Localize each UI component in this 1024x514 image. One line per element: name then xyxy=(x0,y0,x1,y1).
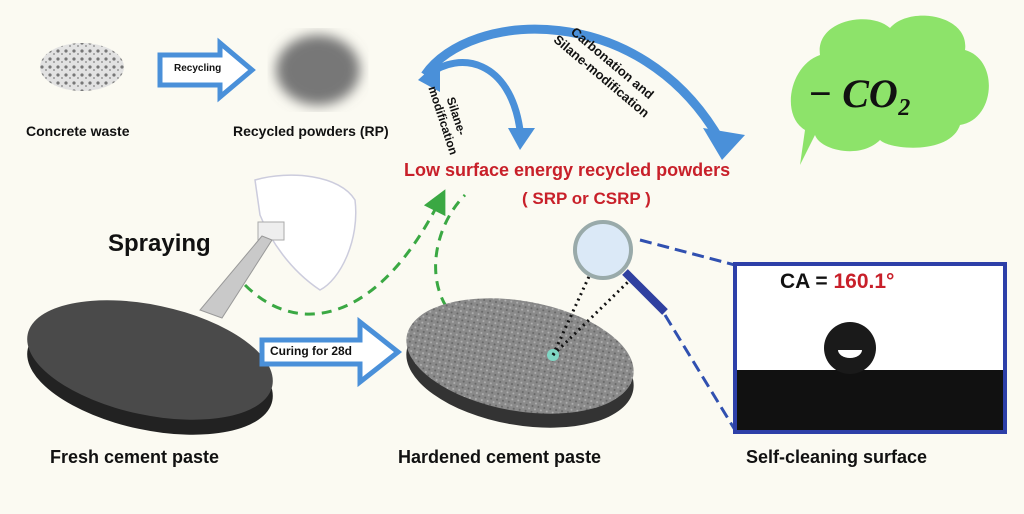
hardened-cement-label: Hardened cement paste xyxy=(398,447,602,467)
contact-angle-image xyxy=(733,262,1007,434)
spraying-label: Spraying xyxy=(108,230,211,257)
co2-label: − CO₂ xyxy=(808,71,912,116)
curing-label: Curing for 28d xyxy=(270,344,353,358)
low-surface-energy-title: Low surface energy recycled powders xyxy=(404,160,731,180)
srp-csrp-label: ( SRP or CSRP ) xyxy=(522,189,651,208)
recycling-arrow xyxy=(157,37,256,103)
fresh-cement-label: Fresh cement paste xyxy=(50,447,220,467)
carbonation-arc-arrow xyxy=(421,24,724,143)
magnifier-icon xyxy=(551,220,668,357)
concrete-waste-label: Concrete waste xyxy=(26,123,130,139)
spray-dashed-arrow xyxy=(243,189,446,316)
ca-prefix: CA = xyxy=(780,270,834,293)
co2-cloud xyxy=(790,15,989,165)
spray-bottle-hand-image xyxy=(199,174,357,319)
ca-value: 160.1° xyxy=(833,270,895,293)
recycled-powders-image xyxy=(276,35,360,105)
fresh-cement-disc xyxy=(27,300,273,435)
self-cleaning-label: Self-cleaning surface xyxy=(746,447,928,467)
curing-arrow xyxy=(259,316,403,388)
concrete-waste-image xyxy=(40,43,124,91)
recycling-label: Recycling xyxy=(174,63,222,74)
contact-angle-label: CA = 160.1° xyxy=(780,270,894,294)
recycled-powders-label: Recycled powders (RP) xyxy=(233,123,389,139)
hardened-cement-disc xyxy=(406,298,634,428)
